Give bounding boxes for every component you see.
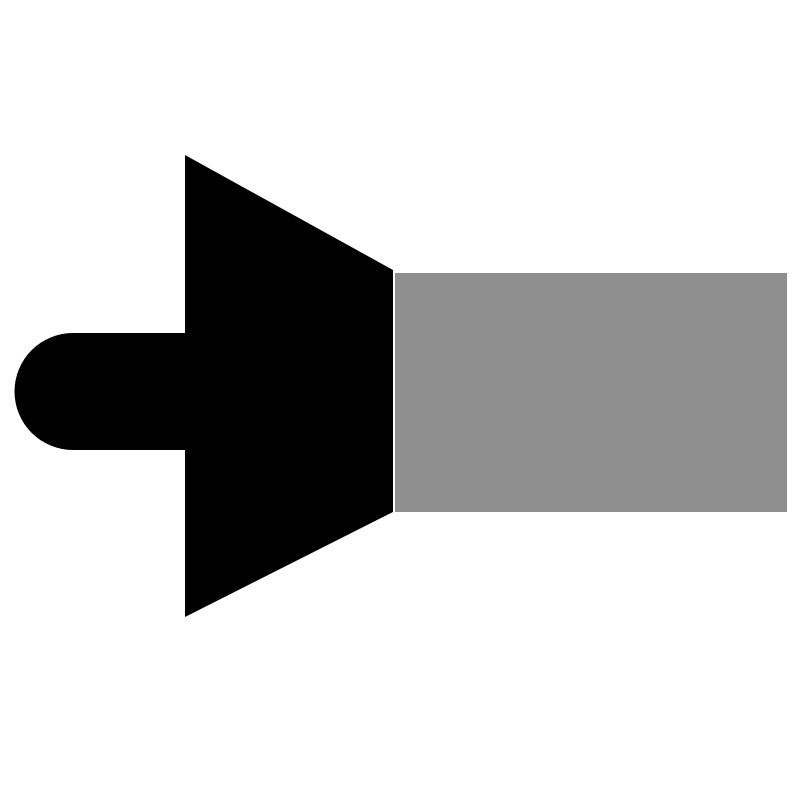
rectangle-bar-icon <box>395 273 787 512</box>
trapezoid-shape-icon <box>185 155 393 617</box>
knob-shape-icon <box>14 333 191 450</box>
